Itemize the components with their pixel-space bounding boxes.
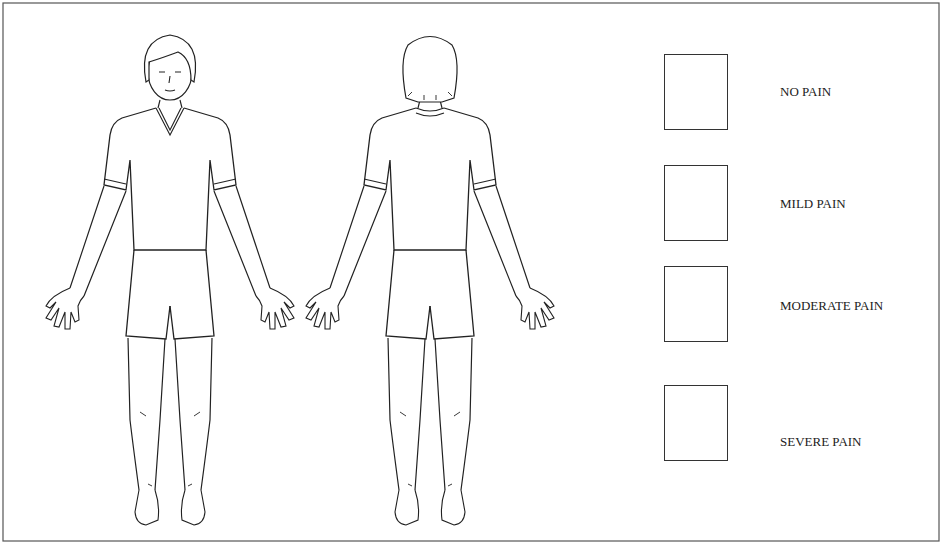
legend-label: MODERATE PAIN — [780, 298, 883, 314]
legend-label: SEVERE PAIN — [780, 434, 862, 450]
legend-label: MILD PAIN — [780, 196, 846, 212]
legend-swatch — [664, 266, 728, 342]
legend-swatch — [664, 54, 728, 130]
legend-label: NO PAIN — [780, 84, 831, 100]
legend-swatch — [664, 385, 728, 461]
legend-swatch — [664, 165, 728, 241]
